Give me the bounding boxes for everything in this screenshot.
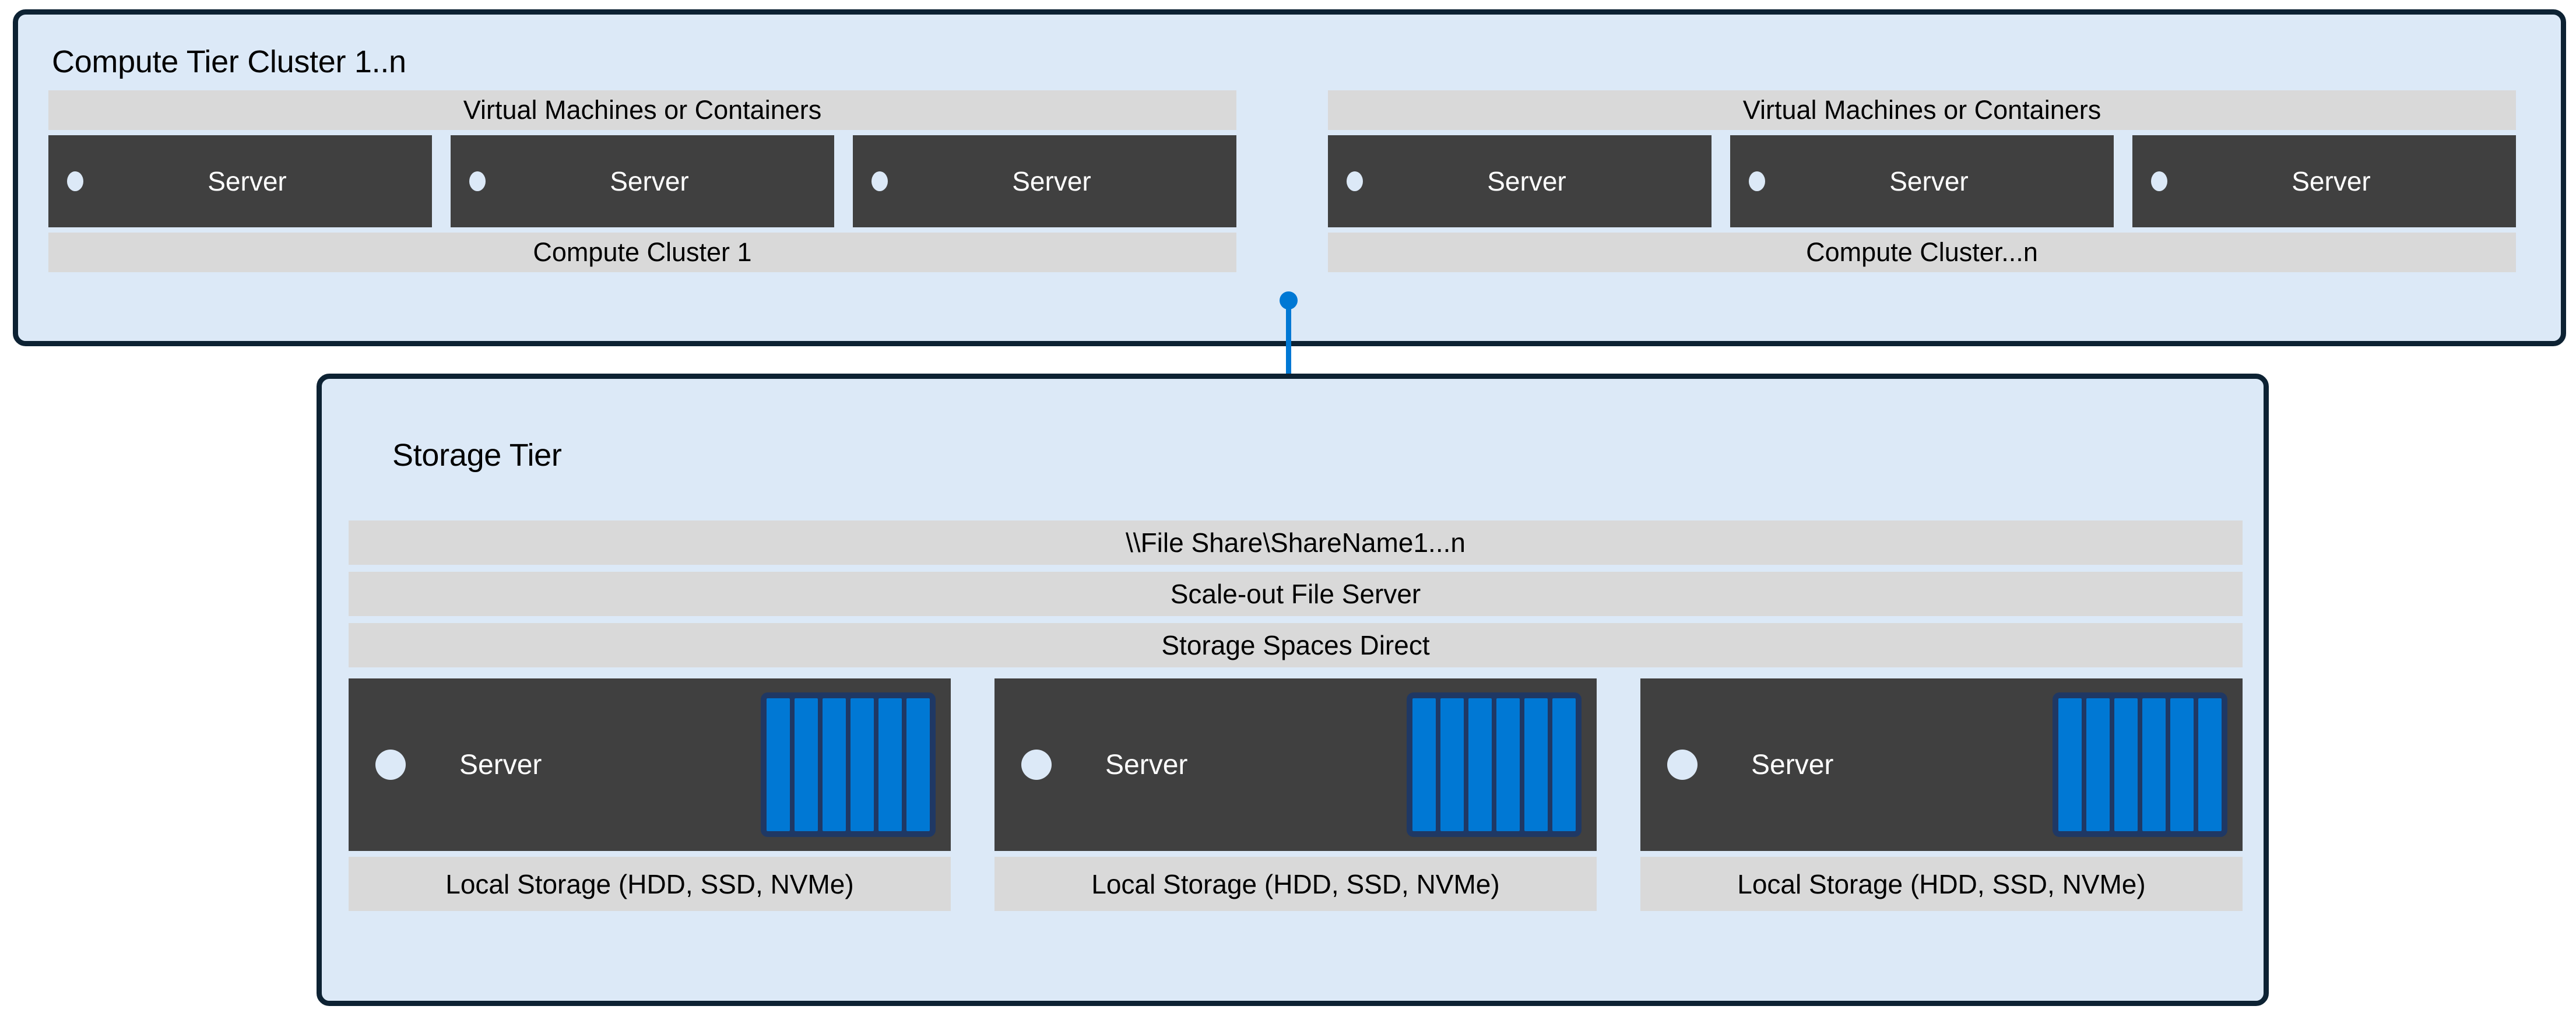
compute-server-label: Server [2292,166,2371,196]
compute-server[interactable]: Server [1328,135,1712,227]
server-status-led-icon [1749,171,1765,191]
compute-tier-title: Compute Tier Cluster 1..n [52,44,406,79]
server-status-led-icon [67,171,83,191]
storage-server-label: Server [459,749,542,780]
compute-server-label: Server [1889,166,1969,196]
storage-node: Server Local Storage (HDD, SSD, NVMe) [349,678,951,911]
server-status-led-icon [2151,171,2167,191]
disk-drive-icon [795,698,818,831]
local-storage-band: Local Storage (HDD, SSD, NVMe) [1640,857,2243,911]
disk-drive-icon [2170,698,2194,831]
disk-drive-icon [878,698,902,831]
compute-server[interactable]: Server [48,135,432,227]
compute-server[interactable]: Server [853,135,1236,227]
server-status-led-icon [375,750,406,780]
server-status-led-icon [1347,171,1363,191]
local-storage-band: Local Storage (HDD, SSD, NVMe) [349,857,951,911]
compute-cluster-group: Virtual Machines or Containers Server Se… [1328,90,2516,272]
vm-container-band: Virtual Machines or Containers [48,90,1236,130]
disk-drive-icon [2198,698,2222,831]
disk-drive-icon [1524,698,1548,831]
disk-drive-icon [767,698,790,831]
disk-drive-icon [2058,698,2082,831]
storage-server[interactable]: Server [994,678,1597,851]
disk-drive-icon [851,698,874,831]
server-status-led-icon [871,171,888,191]
server-status-led-icon [469,171,486,191]
disk-drive-icon [1468,698,1492,831]
compute-server-row: Server Server Server [1328,135,2516,227]
compute-cluster-group: Virtual Machines or Containers Server Se… [48,90,1236,272]
disk-drive-icon [1440,698,1464,831]
disk-array [2053,692,2227,837]
server-status-led-icon [1021,750,1052,780]
storage-tier-title: Storage Tier [392,438,562,473]
storage-tier-container: Storage Tier \\File Share\ShareName1...n… [317,374,2269,1006]
storage-server[interactable]: Server [349,678,951,851]
compute-server[interactable]: Server [2132,135,2516,227]
storage-server-label: Server [1751,749,1834,780]
disk-array [1407,692,1582,837]
disk-drive-icon [1552,698,1576,831]
local-storage-band: Local Storage (HDD, SSD, NVMe) [994,857,1597,911]
storage-server[interactable]: Server [1640,678,2243,851]
disk-drive-icon [1412,698,1436,831]
vm-container-band: Virtual Machines or Containers [1328,90,2516,130]
compute-server-label: Server [1012,166,1091,196]
compute-server-label: Server [208,166,287,196]
storage-server-label: Server [1105,749,1188,780]
compute-cluster-label-band: Compute Cluster...n [1328,233,2516,272]
compute-server[interactable]: Server [451,135,834,227]
disk-drive-icon [2086,698,2110,831]
disk-drive-icon [906,698,930,831]
compute-cluster-label-band: Compute Cluster 1 [48,233,1236,272]
scale-out-file-server-band: Scale-out File Server [349,572,2243,616]
disk-array [761,692,936,837]
server-status-led-icon [1667,750,1698,780]
compute-server[interactable]: Server [1730,135,2114,227]
storage-spaces-direct-band: Storage Spaces Direct [349,623,2243,667]
storage-node: Server Local Storage (HDD, SSD, NVMe) [1640,678,2243,911]
compute-server-label: Server [610,166,689,196]
compute-server-row: Server Server Server [48,135,1236,227]
disk-drive-icon [2142,698,2166,831]
compute-tier-container: Compute Tier Cluster 1..n Virtual Machin… [13,9,2566,346]
storage-node: Server Local Storage (HDD, SSD, NVMe) [994,678,1597,911]
compute-server-label: Server [1487,166,1566,196]
file-share-band: \\File Share\ShareName1...n [349,520,2243,565]
disk-drive-icon [1496,698,1520,831]
disk-drive-icon [823,698,846,831]
disk-drive-icon [2114,698,2138,831]
